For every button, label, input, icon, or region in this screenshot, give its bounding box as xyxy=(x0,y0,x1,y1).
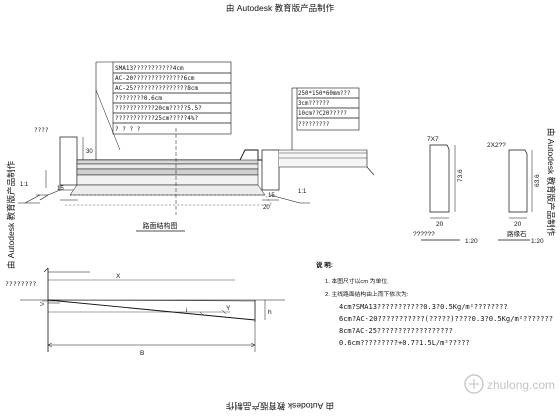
curb-b-height: 63.6 xyxy=(534,174,541,187)
curb-a-scale: 1:20 xyxy=(465,238,478,245)
layer-callout-7: ? ? ? ? xyxy=(115,126,141,133)
pavement-cross-section xyxy=(18,61,375,232)
curb-detail-a xyxy=(429,144,450,213)
cross-section-dims: 30 15 15 20 1:1 1:1 xyxy=(20,149,307,211)
right-callout-3: 10cm??C20????? xyxy=(298,111,347,117)
zhulong-logo: zhulong.com xyxy=(464,374,555,394)
profile-slope-line xyxy=(47,299,256,321)
surface-line xyxy=(77,149,262,161)
profile-texts: ???????? X B h i Y xyxy=(5,273,272,357)
layer-callout-4: ????????0.6cm xyxy=(115,95,162,102)
note-3: 4cm?SMA13???????????0.3?0.5Kg/m²???????? xyxy=(339,303,508,311)
right-callout-texts: 250*150*60mm??? 3cm?????? 10cm??C20?????… xyxy=(298,91,350,128)
curb-b-width: 20 xyxy=(514,221,522,228)
curb-b-caption: 路缘石 xyxy=(507,229,527,238)
dim-y: Y xyxy=(226,305,231,312)
right-callout-box xyxy=(296,87,360,131)
slope-right: 1:1 xyxy=(298,189,307,195)
right-callout-4: ????????? xyxy=(298,122,329,128)
curb-a-width: 20 xyxy=(436,221,444,228)
layer-callout-texts: SMA13???????????4cm AC-20??????????????6… xyxy=(115,65,202,133)
sidewalk xyxy=(279,149,368,168)
curb-detail-texts: 7X7 2X2?? 73.6 63.6 20 20 ?????? 路缘石 1:2… xyxy=(413,136,544,245)
curb-a-height: 73.6 xyxy=(457,169,464,182)
base-course xyxy=(69,184,266,196)
layer-callout-3: AC-25???????????????8cm xyxy=(115,85,198,92)
watermark-left: 由 Autodesk 教育版产品制作 xyxy=(6,160,16,269)
left-callout-label: ???? xyxy=(34,127,49,134)
watermark-top: 由 Autodesk 教育版产品制作 xyxy=(226,3,335,13)
cross-section-caption: 路面结构图 xyxy=(143,221,178,230)
dim-30: 30 xyxy=(86,149,93,155)
dim-15-left: 15 xyxy=(57,186,64,192)
dim-i: i xyxy=(186,307,187,314)
notes-heading: 说 明: xyxy=(316,260,333,269)
curb-b-label: 2X2?? xyxy=(487,142,506,149)
layer-callout-2: AC-20??????????????6cm xyxy=(115,75,195,82)
right-callout-1: 250*150*60mm??? xyxy=(298,91,350,97)
layer-callout-5: ???????????20cm?????5.5? xyxy=(115,105,202,112)
layer-callout-box xyxy=(112,61,232,135)
curb-a-caption: ?????? xyxy=(413,231,435,238)
dim-15-right: 15 xyxy=(268,193,275,199)
watermark-right: 由 Autodesk 教育版产品制作 xyxy=(546,128,556,237)
note-4: 6cm?AC-20???????????(?????)????0.3?0.5Kg… xyxy=(339,315,553,323)
watermark-bottom: 由 Autodesk 教育版产品制作 xyxy=(225,401,334,411)
layer-callout-6: ???????????25cm?????4%? xyxy=(115,115,198,122)
dim-h: h xyxy=(268,309,272,316)
left-curb xyxy=(59,136,78,186)
note-6: 0.6cm?????????+0.7?1.5L/m²????? xyxy=(339,339,470,347)
curb-details xyxy=(421,144,533,241)
notes-block: 说 明: 1. 本图尺寸以cm 为单位. 2. 主线路面结构由上而下依次为: 4… xyxy=(316,260,553,347)
note-1: 1. 本图尺寸以cm 为单位. xyxy=(325,277,389,285)
curb-b-scale: 1:20 xyxy=(531,238,544,245)
right-curb xyxy=(261,149,280,191)
note-5: 8cm?AC-25?????????????????? xyxy=(339,327,453,335)
layer-callout-1: SMA13???????????4cm xyxy=(115,65,184,72)
profile-left-label: ???????? xyxy=(5,280,36,288)
curb-a-label: 7X7 xyxy=(427,136,439,143)
logo-text: zhulong.com xyxy=(487,378,555,392)
slope-left: 1:1 xyxy=(20,182,29,188)
note-2: 2. 主线路面结构由上而下依次为: xyxy=(325,290,409,298)
right-callout-2: 3cm?????? xyxy=(298,101,329,107)
dim-x: X xyxy=(116,273,121,280)
dim-b: B xyxy=(140,350,144,357)
profile-diagram xyxy=(20,267,285,352)
curb-detail-b xyxy=(508,149,528,213)
dim-20: 20 xyxy=(263,205,270,211)
